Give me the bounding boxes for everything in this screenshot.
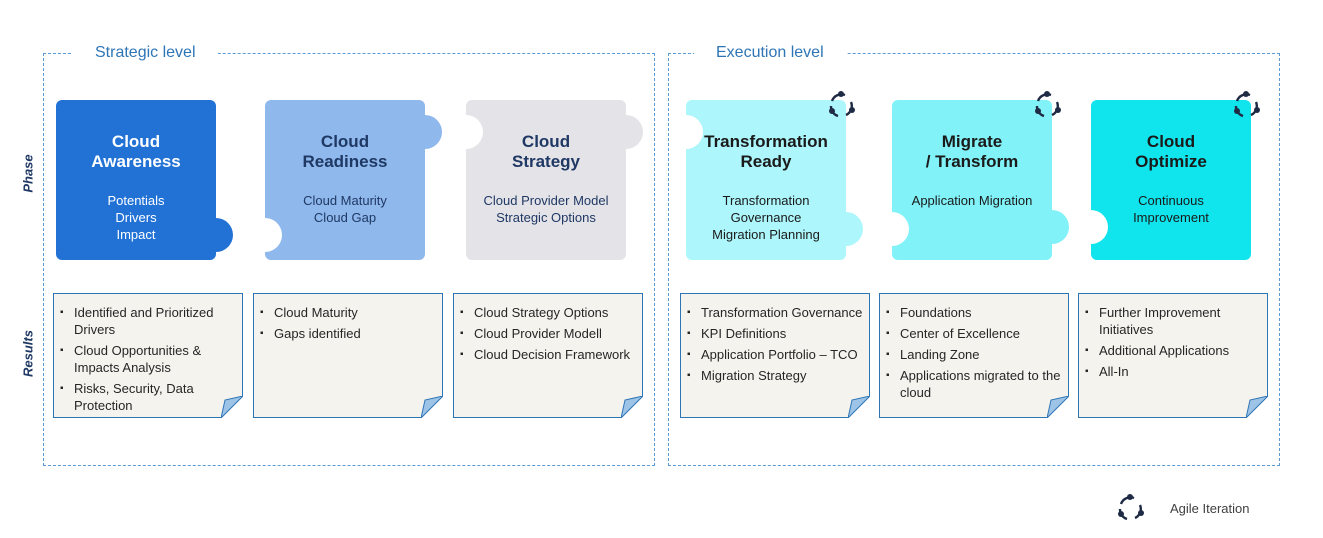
phase-subtitle: Cloud Maturity Cloud Gap bbox=[303, 193, 387, 225]
result-item: Cloud Maturity bbox=[260, 304, 436, 321]
puzzle-tab bbox=[829, 212, 863, 246]
result-note: FoundationsCenter of ExcellenceLanding Z… bbox=[879, 293, 1069, 418]
result-note: Further Improvement InitiativesAdditiona… bbox=[1078, 293, 1268, 418]
result-item: KPI Definitions bbox=[687, 325, 863, 342]
result-item: Migration Strategy bbox=[687, 367, 863, 384]
page-curl-icon bbox=[1047, 396, 1069, 418]
phase-subtitle: Transformation Governance Migration Plan… bbox=[712, 193, 820, 242]
agile-iteration-label: Agile Iteration bbox=[1170, 501, 1250, 516]
phase-subtitle: Continuous Improvement bbox=[1133, 193, 1209, 225]
result-item: Landing Zone bbox=[886, 346, 1062, 363]
result-list: Transformation GovernanceKPI Definitions… bbox=[687, 304, 863, 388]
page-curl-icon bbox=[621, 396, 643, 418]
result-item: Transformation Governance bbox=[687, 304, 863, 321]
puzzle-notch bbox=[449, 115, 483, 149]
phase-subtitle: Cloud Provider Model Strategic Options bbox=[483, 193, 609, 225]
result-item: Further Improvement Initiatives bbox=[1085, 304, 1261, 338]
puzzle-notch bbox=[1074, 210, 1108, 244]
puzzle-notch bbox=[248, 218, 282, 252]
puzzle-tab bbox=[1035, 210, 1069, 244]
strategic-level-box bbox=[43, 53, 655, 466]
agile-iteration-icon bbox=[1234, 91, 1260, 118]
result-list: Cloud Strategy OptionsCloud Provider Mod… bbox=[460, 304, 636, 367]
agile-iteration-icon bbox=[1118, 494, 1144, 521]
result-item: Cloud Decision Framework bbox=[460, 346, 636, 363]
result-item: Gaps identified bbox=[260, 325, 436, 342]
phase-title: Transformation Ready bbox=[704, 132, 828, 171]
puzzle-notch bbox=[875, 212, 909, 246]
result-item: Additional Applications bbox=[1085, 342, 1261, 359]
phase-title: Cloud Readiness bbox=[302, 132, 388, 171]
result-list: FoundationsCenter of ExcellenceLanding Z… bbox=[886, 304, 1062, 405]
result-item: All-In bbox=[1085, 363, 1261, 380]
puzzle-tab bbox=[408, 115, 442, 149]
puzzle-notch bbox=[669, 115, 703, 149]
page-curl-icon bbox=[1246, 396, 1268, 418]
result-item: Applications migrated to the cloud bbox=[886, 367, 1062, 401]
result-item: Application Portfolio – TCO bbox=[687, 346, 863, 363]
result-item: Cloud Strategy Options bbox=[460, 304, 636, 321]
result-note: Identified and Prioritized DriversCloud … bbox=[53, 293, 243, 418]
phase-row-label: Phase bbox=[20, 154, 36, 193]
result-note: Cloud Strategy OptionsCloud Provider Mod… bbox=[453, 293, 643, 418]
result-item: Cloud Opportunities & Impacts Analysis bbox=[60, 342, 236, 376]
puzzle-tab bbox=[199, 218, 233, 252]
agile-iteration-icon bbox=[829, 91, 855, 118]
phase-subtitle: Potentials Drivers Impact bbox=[107, 193, 165, 242]
result-item: Center of Excellence bbox=[886, 325, 1062, 342]
result-item: Foundations bbox=[886, 304, 1062, 321]
phase-title: Cloud Awareness bbox=[91, 132, 181, 171]
result-list: Identified and Prioritized DriversCloud … bbox=[60, 304, 236, 418]
phase-subtitle: Application Migration bbox=[911, 193, 1033, 208]
execution-level-box bbox=[668, 53, 1280, 466]
result-item: Cloud Provider Modell bbox=[460, 325, 636, 342]
page-curl-icon bbox=[848, 396, 870, 418]
page-curl-icon bbox=[221, 396, 243, 418]
execution-level-title: Execution level bbox=[694, 43, 846, 63]
result-item: Risks, Security, Data Protection bbox=[60, 380, 236, 414]
result-item: Identified and Prioritized Drivers bbox=[60, 304, 236, 338]
result-list: Further Improvement InitiativesAdditiona… bbox=[1085, 304, 1261, 384]
result-note: Cloud MaturityGaps identified bbox=[253, 293, 443, 418]
result-list: Cloud MaturityGaps identified bbox=[260, 304, 436, 346]
strategic-level-title: Strategic level bbox=[73, 43, 218, 63]
result-note: Transformation GovernanceKPI Definitions… bbox=[680, 293, 870, 418]
puzzle-tab bbox=[609, 115, 643, 149]
page-curl-icon bbox=[421, 396, 443, 418]
results-row-label: Results bbox=[20, 330, 36, 377]
phase-title: Migrate / Transform bbox=[925, 132, 1019, 171]
agile-iteration-icon bbox=[1035, 91, 1061, 118]
phase-title: Cloud Optimize bbox=[1135, 132, 1207, 171]
phase-title: Cloud Strategy bbox=[511, 132, 581, 171]
